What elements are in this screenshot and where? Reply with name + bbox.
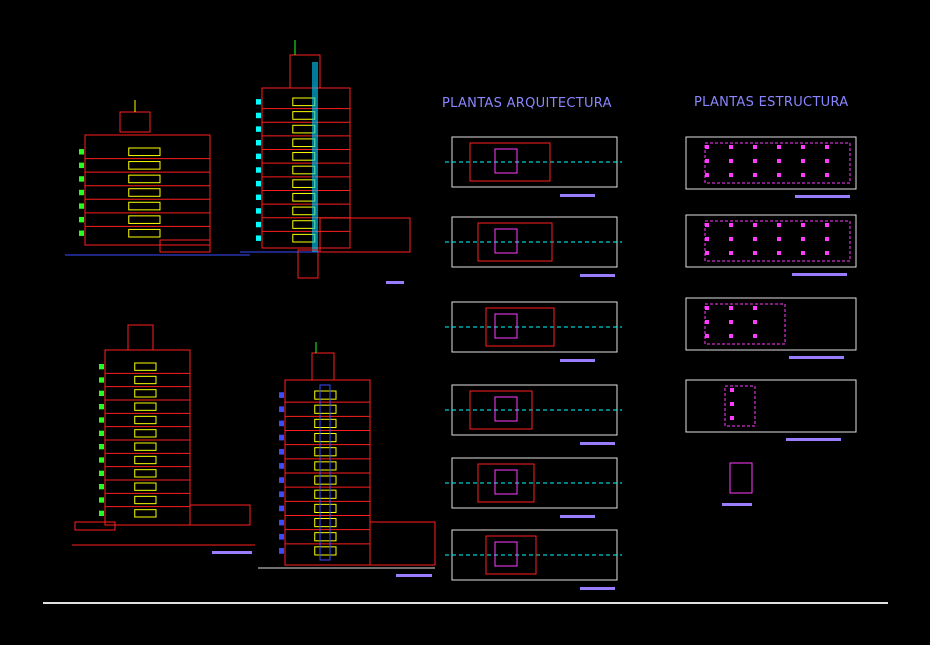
structure-plans <box>685 136 857 506</box>
heading-plantas-estructura: PLANTAS ESTRUCTURA <box>694 95 849 110</box>
heading-plantas-arquitectura: PLANTAS ARQUITECTURA <box>442 96 612 111</box>
section-tower-b <box>258 342 436 577</box>
section-tower-a <box>240 40 411 284</box>
architecture-plans <box>445 136 622 590</box>
elevation-front <box>65 100 250 256</box>
elevation-side <box>72 324 255 554</box>
